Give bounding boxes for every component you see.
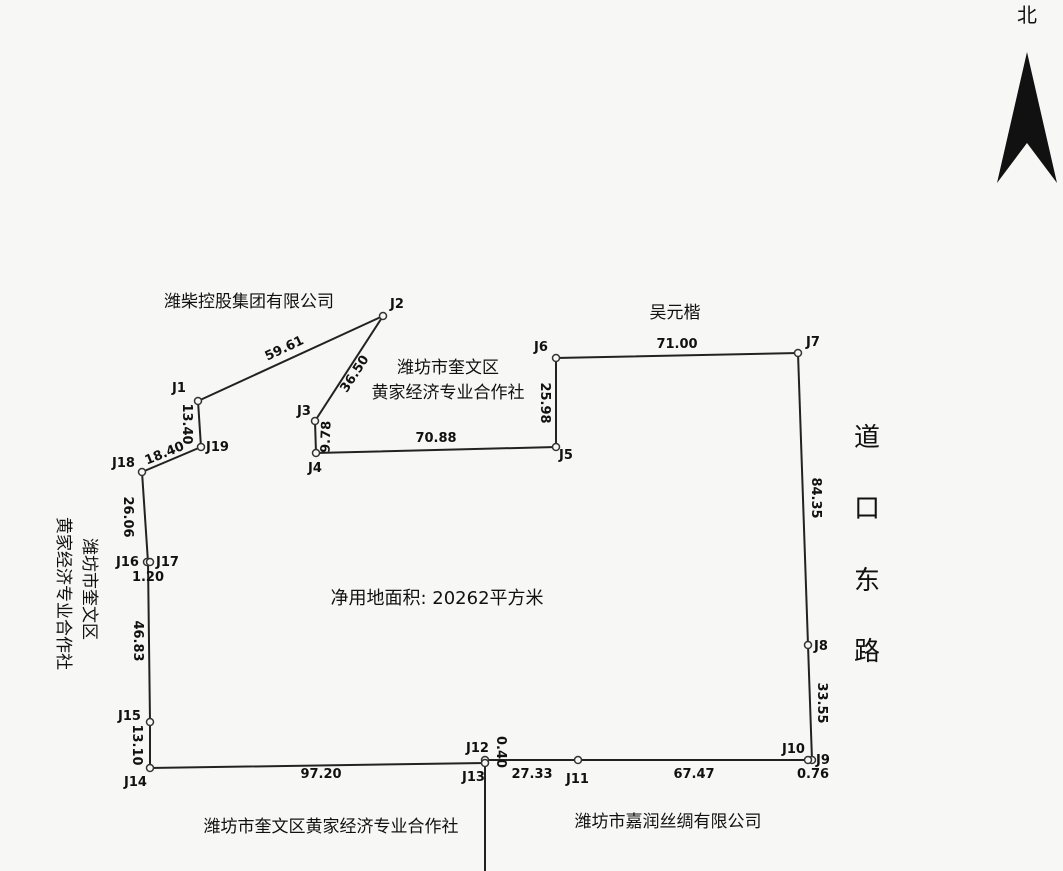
owner-south-east: 潍坊市嘉润丝绸有限公司 — [575, 812, 762, 832]
point-label-j3: J3 — [296, 404, 311, 419]
point-label-j4: J4 — [307, 461, 322, 476]
owner-south-west: 潍坊市奎文区黄家经济专业合作社 — [204, 817, 459, 837]
vertex-j3 — [310, 416, 320, 426]
road-char-1: 道 — [854, 423, 880, 453]
vertex-j4 — [311, 448, 321, 458]
owner-west-line2: 黄家经济专业合作社 — [53, 517, 73, 670]
vertex-j7 — [793, 348, 803, 358]
vertex-j10 — [803, 755, 813, 765]
point-label-j17: J17 — [155, 555, 179, 570]
length-j13-j14: 97.20 — [300, 767, 341, 782]
length-j2-j3: 36.50 — [338, 353, 373, 396]
point-label-j6: J6 — [533, 340, 548, 355]
road-name: 道 口 东 路 — [854, 423, 880, 667]
length-j11-j12: 27.33 — [511, 767, 552, 782]
point-label-j5: J5 — [558, 448, 573, 463]
point-label-j7: J7 — [805, 335, 820, 350]
vertex-j6 — [551, 353, 561, 363]
point-label-j10: J10 — [781, 742, 805, 757]
point-label-j8: J8 — [813, 639, 828, 654]
length-j7-j8: 84.35 — [808, 477, 823, 518]
point-label-j15: J15 — [117, 709, 141, 724]
length-j19-j1: 13.40 — [179, 403, 194, 444]
vertex-j18 — [137, 467, 147, 477]
length-j16-j18: 26.06 — [120, 496, 135, 537]
length-j4-j5: 70.88 — [415, 431, 456, 446]
vertex-j14 — [145, 763, 155, 773]
point-label-j9: J9 — [815, 753, 830, 768]
area-label: 净用地面积: 20262平方米 — [330, 588, 543, 609]
vertex-j1 — [193, 396, 203, 406]
point-label-j19: J19 — [205, 440, 229, 455]
length-j12-j13: 0.40 — [493, 736, 508, 768]
vertex-markers — [137, 311, 817, 773]
north-arrow-icon — [997, 52, 1057, 183]
point-label-j1: J1 — [171, 381, 186, 396]
length-j15-j16: 46.83 — [130, 620, 145, 661]
length-j16-j17: 1.20 — [132, 570, 164, 585]
vertex-j5 — [551, 442, 561, 452]
length-j9-j10: 0.76 — [797, 767, 829, 782]
owner-north-west: 潍柴控股集团有限公司 — [164, 292, 334, 312]
road-char-3: 东 — [854, 566, 880, 596]
road-char-2: 口 — [854, 494, 880, 524]
vertex-j13 — [480, 758, 490, 768]
north-label: 北 — [1017, 3, 1037, 27]
length-j8-j9: 33.55 — [814, 682, 829, 723]
point-label-j14: J14 — [123, 775, 147, 790]
length-j3-j4: 9.78 — [318, 421, 334, 454]
vertex-j15 — [145, 717, 155, 727]
owner-north-east: 吴元楷 — [650, 303, 701, 323]
vertex-j11 — [573, 755, 583, 765]
length-j10-j11: 67.47 — [673, 767, 714, 782]
point-label-j13: J13 — [461, 770, 485, 785]
point-label-j18: J18 — [111, 456, 135, 471]
point-labels: J1 J2 J3 J4 J5 J6 J7 J8 J9 J10 J11 J12 J… — [111, 297, 830, 790]
road-char-4: 路 — [854, 637, 880, 667]
vertex-j17 — [145, 557, 155, 567]
vertex-j19 — [196, 442, 206, 452]
length-j1-j2: 59.61 — [263, 333, 307, 364]
point-label-j16: J16 — [115, 555, 139, 570]
owner-north-inner-line2: 黄家经济专业合作社 — [372, 383, 525, 403]
vertex-j2 — [378, 311, 388, 321]
point-label-j11: J11 — [565, 772, 589, 787]
owner-north-inner-line1: 潍坊市奎文区 — [397, 358, 499, 378]
length-j14-j15: 13.10 — [129, 724, 144, 765]
point-label-j12: J12 — [465, 741, 489, 756]
owner-west-line1: 潍坊市奎文区 — [79, 538, 99, 640]
length-j6-j7: 71.00 — [656, 337, 697, 352]
vertex-j8 — [803, 640, 813, 650]
length-j5-j6: 25.98 — [537, 382, 552, 423]
point-label-j2: J2 — [389, 297, 404, 312]
